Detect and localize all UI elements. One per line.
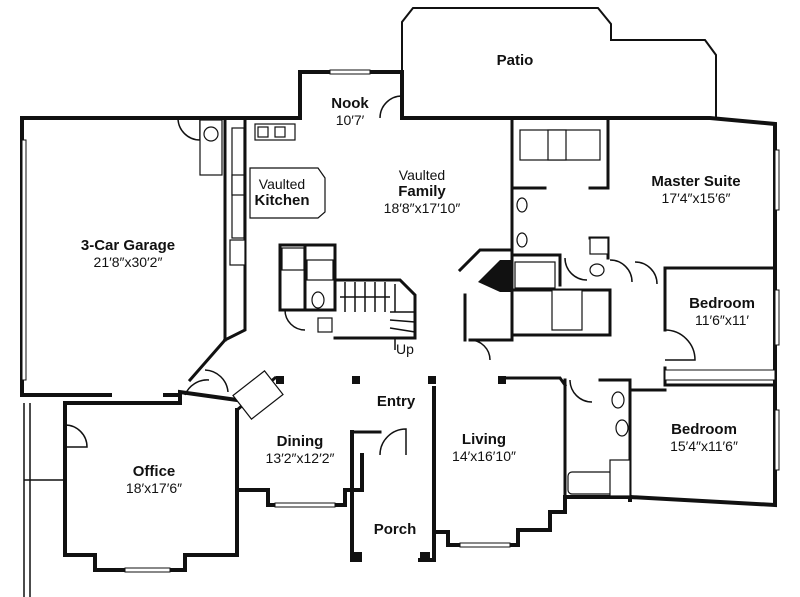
room-name: Porch bbox=[373, 521, 417, 538]
room-name: Family bbox=[398, 183, 446, 201]
room-dims: 15′4″x11′6″ bbox=[670, 438, 738, 455]
room-dims: 18′x17′6″ bbox=[125, 480, 183, 497]
room-prefix: Vaulted bbox=[398, 167, 446, 183]
patio-outline bbox=[401, 7, 717, 118]
room-name: Office bbox=[132, 463, 176, 480]
room-label-dining: Dining 13′2″x12′2″ bbox=[266, 433, 335, 466]
room-dims: 18′8″x17′10″ bbox=[383, 200, 461, 217]
room-name: Bedroom bbox=[671, 421, 737, 438]
room-dims: 17′4″x15′6″ bbox=[661, 190, 731, 207]
stairs-direction: Up bbox=[396, 341, 414, 357]
room-label-kitchen: Vaulted Kitchen bbox=[254, 176, 309, 209]
room-dims: 14′x16′10″ bbox=[452, 448, 516, 465]
room-label-entry: Entry bbox=[377, 393, 415, 410]
room-prefix: Vaulted bbox=[258, 176, 306, 192]
exterior-walls bbox=[20, 70, 777, 572]
room-dims: 13′2″x12′2″ bbox=[265, 450, 335, 467]
room-name: Kitchen bbox=[254, 192, 310, 210]
room-dims: 21′8″x30′2″ bbox=[93, 254, 163, 271]
room-label-garage: 3-Car Garage 21′8″x30′2″ bbox=[81, 237, 175, 270]
room-name: 3-Car Garage bbox=[80, 237, 176, 254]
room-label-porch: Porch bbox=[374, 521, 417, 538]
room-label-bedroom2: Bedroom 15′4″x11′6″ bbox=[670, 421, 738, 454]
fixtures bbox=[23, 119, 631, 597]
room-label-family: Vaulted Family 18′8″x17′10″ bbox=[384, 167, 461, 216]
room-label-patio: Patio bbox=[497, 52, 534, 69]
room-dims: 10′7′ bbox=[335, 112, 365, 129]
columns bbox=[276, 376, 506, 562]
room-label-office: Office 18′x17′6″ bbox=[126, 463, 182, 496]
stairs bbox=[340, 282, 416, 350]
room-name: Dining bbox=[276, 433, 324, 450]
windows bbox=[21, 69, 780, 573]
room-name: Entry bbox=[376, 393, 416, 410]
room-name: Master Suite bbox=[651, 173, 741, 190]
doors bbox=[64, 95, 696, 456]
room-label-bedroom1: Bedroom 11′6″x11′ bbox=[689, 295, 755, 328]
room-label-nook: Nook 10′7′ bbox=[331, 95, 369, 128]
room-name: Nook bbox=[331, 95, 369, 112]
room-label-living: Living 14′x16′10″ bbox=[452, 431, 516, 464]
room-label-master: Master Suite 17′4″x15′6″ bbox=[651, 173, 740, 206]
stairs-label: Up bbox=[396, 341, 414, 357]
room-dims: 11′6″x11′ bbox=[694, 312, 750, 329]
room-name: Patio bbox=[496, 52, 534, 69]
room-name: Living bbox=[461, 431, 507, 448]
room-name: Bedroom bbox=[689, 295, 755, 312]
